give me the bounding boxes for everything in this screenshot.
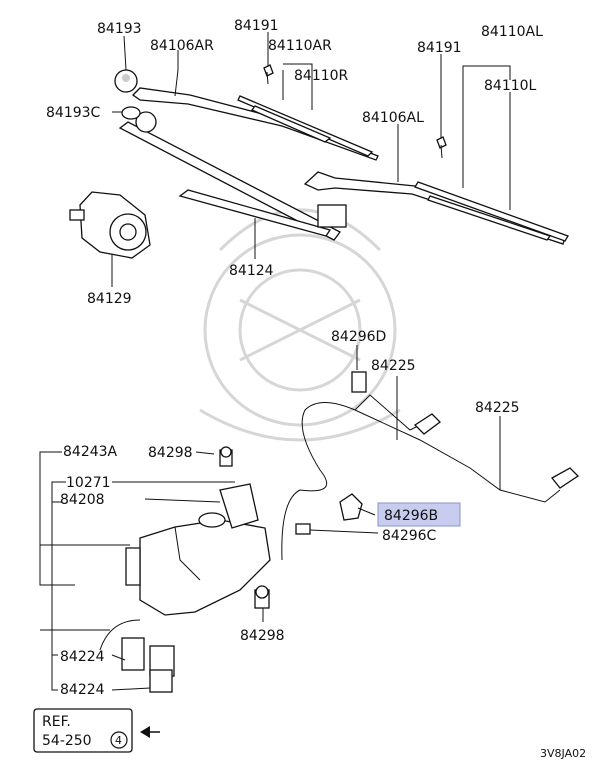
ref-badge [110, 731, 128, 749]
label-84129: 84129 [87, 291, 132, 307]
label-84296B-highlight [377, 502, 461, 527]
washer-tank[interactable] [125, 519, 271, 616]
watermark-emblem [199, 208, 401, 442]
screw-top[interactable] [263, 64, 274, 85]
wiper-motor[interactable] [69, 191, 151, 259]
label-84296B: 84296B [384, 508, 438, 524]
label-84106AR: 84106AR [150, 38, 214, 54]
label-84191-right: 84191 [417, 40, 462, 56]
pump-hose[interactable] [99, 619, 141, 651]
label-84191-top: 84191 [234, 18, 279, 34]
part-labels: 84193 84191 84106AR 84110AR 84110R 84191… [46, 18, 543, 698]
label-84110AL: 84110AL [481, 24, 543, 40]
ref-line-2: 54-250 [42, 733, 92, 749]
label-84224-a: 84224 [60, 649, 105, 665]
tank-cap[interactable] [198, 512, 226, 528]
label-84110R: 84110R [294, 68, 349, 84]
label-84110AR: 84110AR [268, 38, 332, 54]
label-84224-b: 84224 [60, 682, 105, 698]
wiper-arm-right[interactable] [131, 87, 379, 161]
label-84193C: 84193C [46, 105, 101, 121]
leader-lines [39, 32, 511, 691]
pivot-nut-cover[interactable] [121, 106, 141, 120]
pivot-cap[interactable] [114, 69, 138, 93]
diagram-code: 3V8JA02 [540, 747, 586, 760]
label-84243A: 84243A [63, 444, 118, 460]
label-10271: 10271 [66, 475, 111, 491]
hose-clip-84296B[interactable] [339, 493, 363, 521]
label-84106AL: 84106AL [362, 110, 424, 126]
label-84296D: 84296D [331, 329, 386, 345]
label-84296C: 84296C [382, 528, 437, 544]
reference-box[interactable]: REF. 54-250 4 [33, 708, 160, 753]
ref-badge-number: 4 [115, 734, 122, 747]
washer-pump-lower[interactable] [149, 669, 173, 693]
label-84298-b: 84298 [240, 628, 285, 644]
label-84208: 84208 [60, 492, 105, 508]
screw-right[interactable] [436, 136, 447, 159]
label-84110L: 84110L [484, 78, 537, 94]
label-84225-a: 84225 [371, 358, 416, 374]
tank-bolt-upper[interactable] [219, 446, 233, 467]
washer-tank-neck[interactable] [219, 483, 259, 529]
hose-joint-84296D[interactable] [351, 371, 367, 393]
washer-nozzle-left[interactable] [551, 467, 580, 489]
wiper-blade-right[interactable] [237, 95, 374, 157]
label-84193: 84193 [97, 21, 142, 37]
hose-clip-84296C[interactable] [295, 523, 311, 535]
washer-nozzle-right[interactable] [413, 413, 441, 435]
wiper-blade-left[interactable] [414, 181, 569, 242]
label-84124: 84124 [229, 263, 274, 279]
ref-line-1: REF. [42, 714, 71, 730]
tank-bolt[interactable] [254, 585, 270, 609]
label-84298-a: 84298 [148, 445, 193, 461]
label-84225-b: 84225 [475, 400, 520, 416]
wiper-linkage[interactable] [118, 111, 347, 241]
